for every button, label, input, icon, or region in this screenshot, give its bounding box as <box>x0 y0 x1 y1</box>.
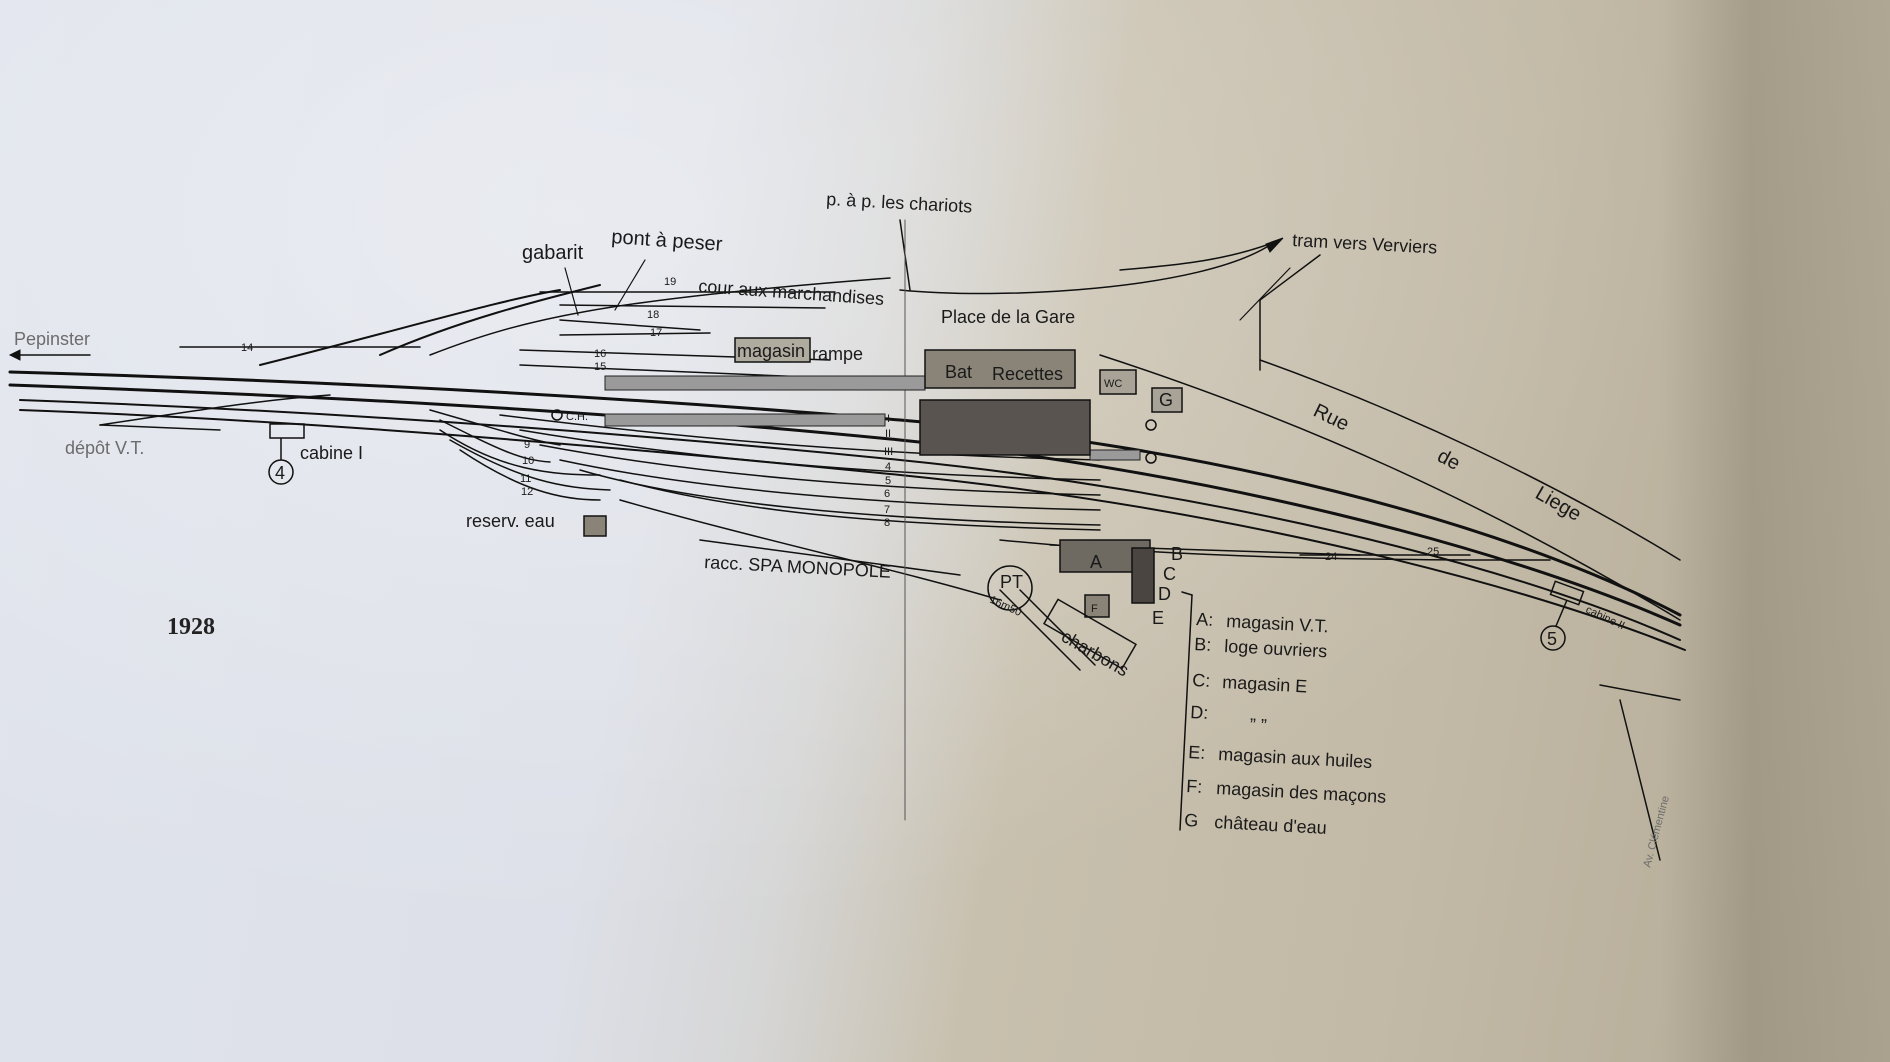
label-b: B <box>1171 544 1183 564</box>
label-tram: tram vers Verviers <box>1292 230 1438 258</box>
main-track-2 <box>8 383 1682 627</box>
legend-key-d: D: <box>1190 702 1209 723</box>
label-cabine-2-num: 5 <box>1547 629 1557 649</box>
building-wc <box>1099 369 1137 395</box>
building-g <box>1151 387 1183 413</box>
track-num-4: 4 <box>885 461 891 473</box>
label-pt: PT <box>1000 572 1023 592</box>
track-num-12: 12 <box>521 486 533 498</box>
pt-turntable <box>987 565 1033 611</box>
label-d: D <box>1158 584 1171 604</box>
label-cabine-2: cabine II <box>1584 604 1627 632</box>
track-num-16: 16 <box>594 348 606 360</box>
label-depot-vt: dépôt V.T. <box>65 438 144 458</box>
rue-de-liege-edge <box>1099 354 1681 621</box>
label-cabine-1-num: 4 <box>275 463 285 483</box>
legend-key-e: E: <box>1188 742 1206 763</box>
label-liege: Liege <box>1532 482 1585 526</box>
label-magasin: magasin <box>737 341 805 361</box>
charbons-box <box>1043 598 1137 670</box>
track-num-8: 8 <box>884 517 890 529</box>
legend-text-a: magasin V.T. <box>1226 611 1329 636</box>
label-pt-size: 16m50 <box>988 594 1024 619</box>
label-place-gare: Place de la Gare <box>941 307 1075 327</box>
track-num-II: II <box>885 428 891 440</box>
legend-text-g: château d'eau <box>1214 812 1327 838</box>
legend-key-c: C: <box>1192 670 1211 691</box>
building-bcde <box>1131 547 1155 604</box>
legend-text-e: magasin aux huiles <box>1218 744 1373 772</box>
building-main-block <box>919 399 1091 456</box>
cabine-2-circle <box>1540 625 1566 651</box>
main-track-1 <box>8 370 1682 617</box>
track-num-6: 6 <box>884 488 890 500</box>
legend: A: magasin V.T. B: loge ouvriers C: maga… <box>1184 609 1387 838</box>
platform-2 <box>604 413 886 427</box>
label-a-box: A <box>1090 552 1102 572</box>
track-num-17: 17 <box>650 327 662 339</box>
label-pepinster: Pepinster <box>14 329 90 349</box>
label-ch: C.H. <box>566 411 588 423</box>
label-g-box: G <box>1159 390 1173 410</box>
building-bat-recettes <box>924 349 1076 389</box>
label-reserv-eau: reserv. eau <box>466 511 555 531</box>
track-num-9: 9 <box>524 439 530 451</box>
track-num-18: 18 <box>647 309 659 321</box>
track-num-10: 10 <box>522 455 534 467</box>
tram-line <box>1119 239 1281 271</box>
legend-text-d: „ „ <box>1250 704 1268 725</box>
label-pap-chariots: p. à p. les chariots <box>826 189 973 217</box>
label-cabine-1: cabine I <box>300 443 363 463</box>
legend-text-f: magasin des maçons <box>1216 778 1387 807</box>
platform-1 <box>604 375 926 391</box>
plan-year: 1928 <box>167 614 215 640</box>
label-pont-a-peser: pont à peser <box>611 226 724 256</box>
track-num-7: 7 <box>884 504 890 516</box>
legend-key-g: G <box>1184 810 1199 831</box>
label-f-box: F <box>1091 603 1098 615</box>
track-num-I: I <box>887 413 890 425</box>
track-num-14: 14 <box>241 342 253 354</box>
label-gabarit: gabarit <box>522 242 584 264</box>
building-f <box>1084 594 1110 618</box>
track-num-5: 5 <box>885 475 891 487</box>
platform-3 <box>1089 449 1141 461</box>
label-wc: WC <box>1104 378 1122 390</box>
track-num-25: 25 <box>1427 546 1439 558</box>
label-recettes: Recettes <box>992 364 1063 384</box>
legend-text-c: magasin E <box>1222 672 1308 696</box>
track-num-11: 11 <box>520 473 531 485</box>
page-edge-shadow <box>1660 0 1890 1062</box>
label-bat: Bat <box>945 362 972 382</box>
cabine-1-box <box>269 423 305 439</box>
legend-text-b: loge ouvriers <box>1224 636 1328 661</box>
label-e: E <box>1152 608 1164 628</box>
label-rue: Rue <box>1310 400 1353 436</box>
legend-key-b: B: <box>1194 634 1212 655</box>
label-c: C <box>1163 564 1176 584</box>
label-rampe: rampe <box>812 344 863 364</box>
track-num-19: 19 <box>664 276 676 288</box>
track-num-15: 15 <box>594 361 606 373</box>
main-track-3 <box>19 399 1681 641</box>
legend-key-f: F: <box>1186 776 1203 797</box>
label-charbons: charbons <box>1058 626 1132 680</box>
reserv-eau-box <box>583 515 607 537</box>
legend-key-a: A: <box>1196 609 1214 630</box>
main-track-4 <box>19 409 1686 651</box>
track-num-III: III <box>884 446 893 458</box>
label-de: de <box>1434 445 1464 475</box>
track-num-24: 24 <box>1325 551 1337 563</box>
label-racc-spa: racc. SPA MONOPOLE <box>704 552 892 582</box>
cabine-2-box <box>1549 580 1585 606</box>
building-magasin <box>734 337 811 363</box>
